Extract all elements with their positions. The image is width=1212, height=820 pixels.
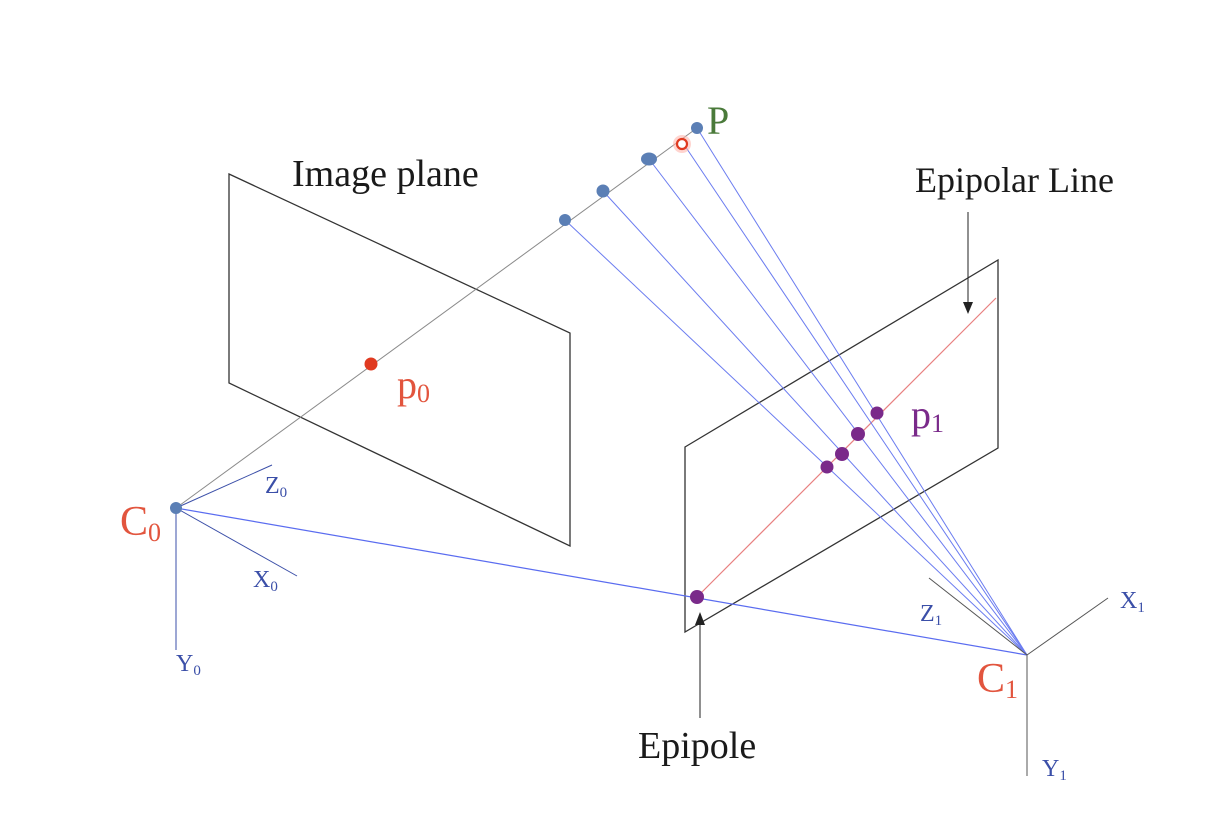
camera-center-c0: [170, 502, 182, 514]
candidate-point-2: [596, 184, 610, 198]
baseline: [175, 507, 1028, 656]
left-image-plane: [228, 172, 571, 548]
y0-label: Y0: [176, 651, 201, 679]
epipolar-point-2: [835, 447, 849, 461]
epipolar-line-label: Epipolar Line: [915, 160, 1114, 200]
ray-c0-to-P: [175, 127, 698, 509]
c0-label: C0: [120, 499, 161, 547]
c1-label: C1: [977, 656, 1018, 704]
p1-label: p1: [911, 392, 944, 438]
c0-z-axis: [175, 464, 273, 509]
candidate-point-3: [641, 152, 657, 166]
epipolar-point-3: [851, 427, 865, 441]
epipole-label: Epipole: [638, 725, 756, 767]
z1-label: Z1: [920, 601, 942, 629]
epipolar-line: [696, 297, 997, 598]
c1-z-axis: [928, 577, 1028, 656]
point-P-label: P: [707, 98, 729, 143]
ray-5: [696, 127, 1028, 656]
c0-x-axis: [175, 507, 298, 577]
point-p1: [870, 406, 884, 420]
c0-axes: [175, 464, 298, 650]
p0-label: p0: [397, 362, 430, 408]
z0-label: Z0: [265, 473, 287, 501]
ray-2: [602, 190, 1028, 656]
epipole-arrow: [695, 612, 705, 718]
x0-label: X0: [253, 567, 278, 595]
epipole-point: [690, 590, 704, 604]
c1-axes: [928, 577, 1109, 776]
candidate-point-4: [675, 137, 689, 151]
ray-4: [682, 142, 1028, 656]
x1-label: X1: [1120, 588, 1145, 616]
point-P: [691, 122, 703, 134]
epipolar-point-1: [820, 460, 834, 474]
c1-x-axis: [1026, 597, 1109, 656]
rays-to-c1: [564, 127, 1028, 656]
ray-3: [648, 158, 1028, 656]
epipolar-line-arrow: [963, 212, 973, 314]
image-plane-label: Image plane: [292, 153, 479, 195]
point-p0: [364, 357, 378, 371]
right-image-plane: [684, 258, 999, 634]
y1-label: Y1: [1042, 756, 1067, 784]
candidate-point-1: [559, 214, 571, 226]
ray-1: [564, 219, 1028, 656]
